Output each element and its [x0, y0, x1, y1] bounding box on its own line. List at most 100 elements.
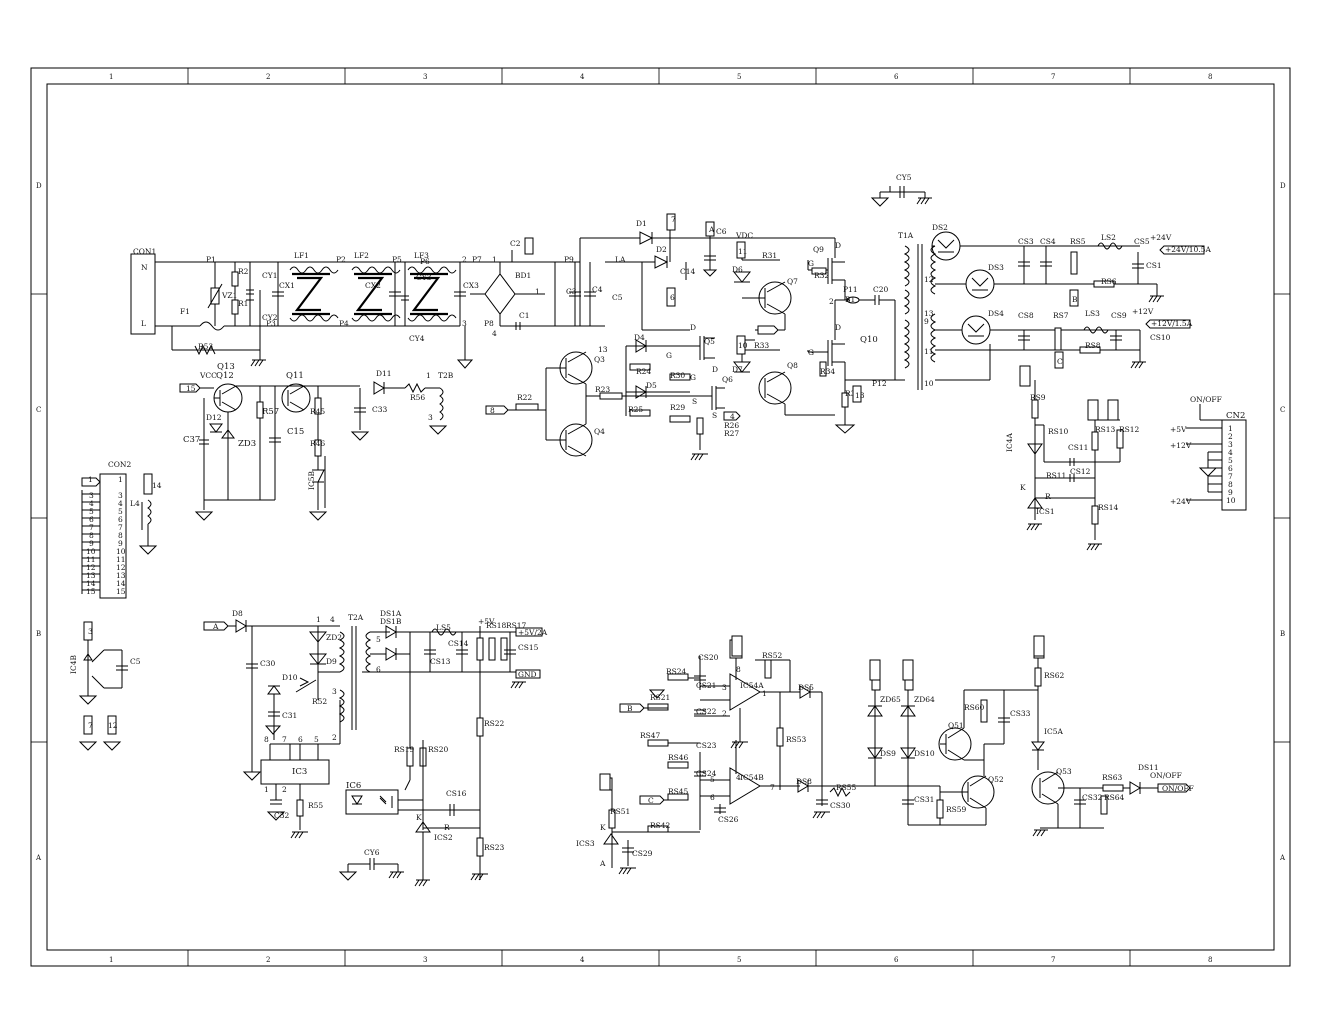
cn2-label: CN2: [1226, 411, 1245, 421]
svg-text:1: 1: [264, 785, 269, 794]
svg-text:R1: R1: [238, 299, 248, 308]
svg-text:1: 1: [762, 689, 767, 698]
svg-text:8: 8: [89, 531, 94, 540]
cn2-pin-2: 2: [1228, 432, 1233, 441]
svg-text:CS15: CS15: [518, 643, 539, 652]
svg-text:B: B: [627, 704, 633, 713]
svg-text:D: D: [835, 241, 841, 250]
svg-text:Q10: Q10: [860, 335, 878, 345]
svg-text:VZ1: VZ1: [221, 291, 237, 300]
svg-text:CS22: CS22: [696, 707, 717, 716]
svg-text:8: 8: [736, 665, 741, 674]
svg-text:7: 7: [282, 735, 287, 744]
svg-text:R22: R22: [517, 393, 532, 402]
svg-text:CX3: CX3: [463, 281, 479, 290]
svg-text:RS13: RS13: [1095, 425, 1116, 434]
svg-text:RS59: RS59: [946, 805, 967, 814]
cn2-onoff-label: ON/OFF: [1190, 395, 1222, 404]
svg-text:P7: P7: [472, 255, 482, 264]
svg-text:3: 3: [428, 413, 433, 422]
svg-text:RS23: RS23: [484, 843, 505, 852]
col-label-top-4: 4: [580, 73, 585, 81]
svg-text:A: A: [708, 225, 715, 234]
svg-text:RS18: RS18: [486, 621, 507, 630]
svg-text:D12: D12: [206, 413, 222, 422]
col-label-top-3: 3: [423, 73, 427, 81]
svg-text:DS2: DS2: [932, 223, 948, 232]
svg-text:D1: D1: [636, 219, 647, 228]
svg-text:CY2: CY2: [262, 313, 278, 322]
svg-text:Q6: Q6: [722, 375, 733, 384]
svg-text:K: K: [600, 823, 606, 832]
svg-text:C32: C32: [274, 811, 290, 820]
svg-text:6: 6: [298, 735, 303, 744]
svg-text:K: K: [416, 813, 422, 822]
svg-text:RS11: RS11: [1046, 471, 1066, 480]
cn2-pin-1: 1: [1228, 424, 1233, 433]
svg-text:DS9: DS9: [880, 749, 896, 758]
svg-text:CS10: CS10: [1150, 333, 1171, 342]
svg-text:L4: L4: [130, 499, 140, 508]
svg-text:LS2: LS2: [1101, 233, 1116, 242]
svg-text:D2: D2: [656, 245, 667, 254]
svg-text:C31: C31: [282, 711, 297, 720]
svg-text:12: 12: [116, 563, 126, 572]
svg-text:P1: P1: [206, 255, 216, 264]
svg-text:ON/OFF: ON/OFF: [1162, 784, 1194, 793]
svg-text:RS24: RS24: [666, 667, 687, 676]
svg-text:1: 1: [492, 255, 497, 264]
svg-text:CS33: CS33: [1010, 709, 1031, 718]
svg-text:IC54B: IC54B: [740, 773, 764, 782]
svg-text:C14: C14: [680, 267, 696, 276]
svg-text:ICS2: ICS2: [434, 833, 453, 842]
svg-text:RS5: RS5: [1070, 237, 1086, 246]
svg-text:VCC: VCC: [199, 371, 217, 380]
svg-text:12: 12: [108, 721, 118, 730]
svg-text:C2: C2: [510, 239, 521, 248]
svg-text:CS31: CS31: [914, 795, 934, 804]
row-label-left-d: D: [36, 182, 42, 190]
svg-text:RS20: RS20: [428, 745, 449, 754]
cn2-pin-6: 6: [1228, 464, 1233, 473]
svg-text:14: 14: [152, 481, 162, 490]
svg-text:D11: D11: [376, 369, 392, 378]
svg-text:DS10: DS10: [914, 749, 935, 758]
svg-text:13: 13: [116, 571, 126, 580]
svg-text:6: 6: [670, 293, 675, 302]
svg-text:B1: B1: [845, 295, 855, 304]
svg-text:G: G: [808, 348, 814, 357]
svg-text:10: 10: [86, 547, 96, 556]
svg-text:CS8: CS8: [1018, 311, 1034, 320]
svg-text:LF1: LF1: [294, 251, 309, 260]
svg-text:R27: R27: [724, 429, 739, 438]
cn2-rail-12v: +12V: [1170, 441, 1192, 450]
svg-text:2: 2: [722, 709, 727, 718]
svg-text:DS8: DS8: [796, 777, 812, 786]
svg-text:11: 11: [924, 347, 934, 356]
svg-text:RS60: RS60: [964, 703, 985, 712]
svg-text:CS16: CS16: [446, 789, 467, 798]
svg-text:RS62: RS62: [1044, 671, 1065, 680]
con1-pin-n: N: [141, 263, 148, 272]
svg-text:+5V/2A: +5V/2A: [518, 628, 548, 637]
col-label-top-7: 7: [1051, 73, 1055, 81]
svg-text:GND: GND: [518, 670, 537, 679]
svg-text:1: 1: [316, 615, 321, 624]
svg-text:RS51: RS51: [610, 807, 630, 816]
svg-text:1: 1: [535, 287, 540, 296]
svg-text:11: 11: [86, 555, 96, 564]
svg-text:Q4: Q4: [594, 427, 605, 436]
svg-text:RS63: RS63: [1102, 773, 1123, 782]
svg-text:R34: R34: [820, 367, 835, 376]
svg-text:+24V/10.5A: +24V/10.5A: [1165, 245, 1211, 254]
ic4a-label: IC4A: [1005, 433, 1014, 452]
svg-text:IC54A: IC54A: [740, 681, 764, 690]
col-label-bottom-2: 2: [266, 956, 270, 964]
svg-text:8: 8: [490, 406, 495, 415]
svg-text:DS1A: DS1A: [380, 609, 402, 618]
svg-text:D7: D7: [732, 365, 743, 374]
cn2-pin-3: 3: [1228, 440, 1233, 449]
